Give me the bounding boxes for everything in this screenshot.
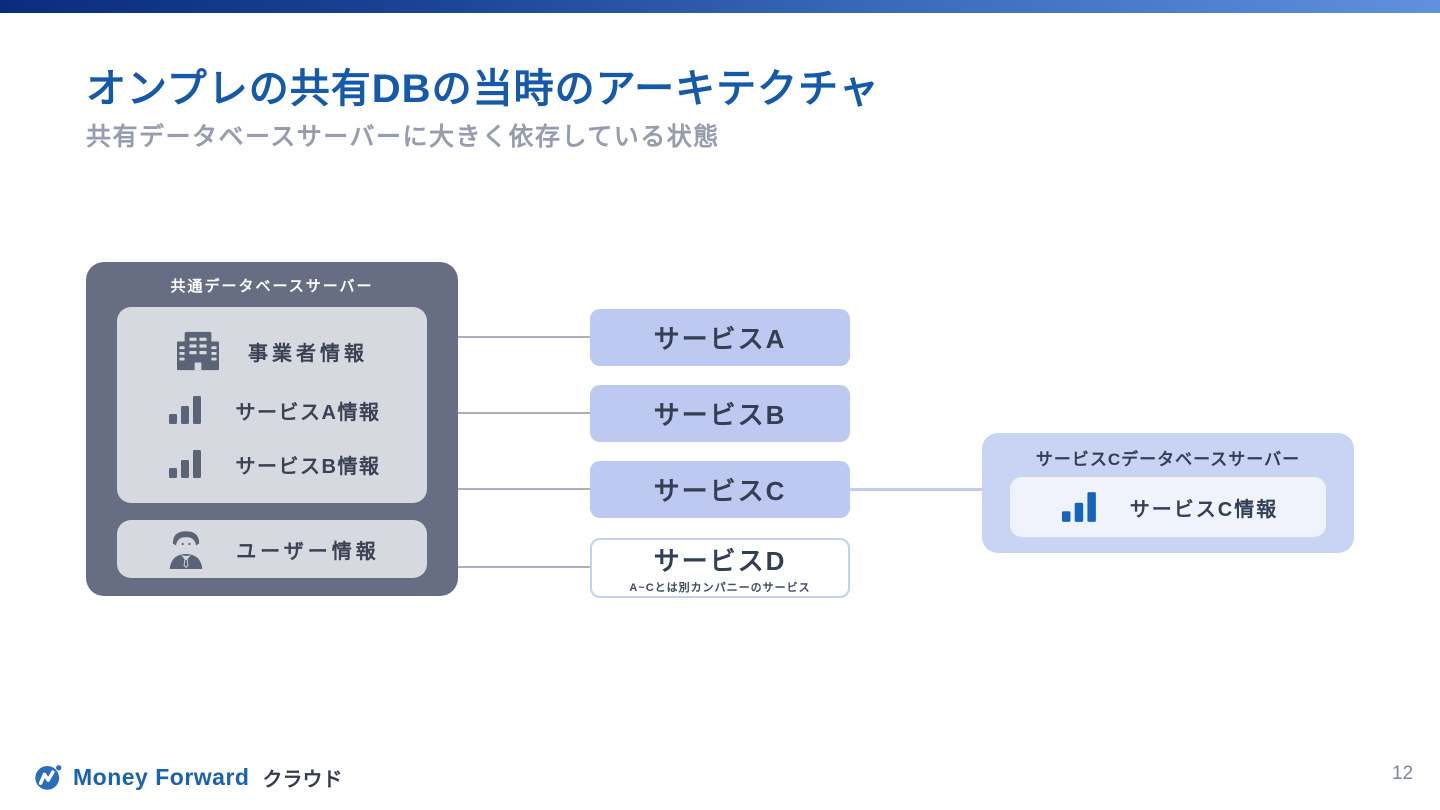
money-forward-logo-icon <box>34 762 64 792</box>
service-c-box: サービスC <box>590 461 850 518</box>
db-row-service-a-info: サービスA情報 <box>117 395 427 425</box>
page-title: オンプレの共有DBの当時のアーキテクチャ <box>86 67 880 111</box>
service-a-box: サービスA <box>590 309 850 366</box>
page-number: 12 <box>1392 763 1414 784</box>
service-c-db-server-title: サービスCデータベースサーバー <box>1035 450 1301 469</box>
shared-db-server-box: 共通データベースサーバー <box>86 262 458 596</box>
building-icon <box>176 331 220 371</box>
bar-chart-icon <box>164 395 208 425</box>
brand-logo: Money Forward クラウド <box>34 762 342 792</box>
service-c-db-server-box: サービスCデータベースサーバー サービスC情報 <box>982 433 1354 553</box>
db-item-label: サービスA情報 <box>235 401 381 424</box>
shared-db-server-title: 共通データベースサーバー <box>170 278 374 295</box>
db-item-label: サービスC情報 <box>1129 498 1279 521</box>
db-row-business-info: 事業者情報 <box>117 331 427 371</box>
bar-chart-icon <box>164 449 208 479</box>
user-icon <box>164 528 208 570</box>
service-label: サービスC <box>653 476 787 506</box>
bar-chart-icon <box>1058 491 1102 523</box>
top-accent-bar <box>0 0 1440 13</box>
db-item-label: ユーザー情報 <box>236 540 380 563</box>
brand-name: Money Forward <box>73 763 250 790</box>
connector-line-service-c <box>458 488 590 490</box>
shared-db-user-panel: ユーザー情報 <box>117 520 427 578</box>
db-item-label: サービスB情報 <box>235 455 381 478</box>
service-d-box: サービスD A~Cとは別カンパニーのサービス <box>590 538 850 598</box>
service-d-note: A~Cとは別カンパニーのサービス <box>629 582 811 594</box>
connector-line-service-a <box>458 336 590 338</box>
service-label: サービスB <box>653 400 787 430</box>
db-row-service-b-info: サービスB情報 <box>117 449 427 479</box>
connector-line-c-db <box>850 488 982 491</box>
shared-db-data-panel: 事業者情報 サービスA情報 <box>117 307 427 503</box>
connector-line-service-b <box>458 412 590 414</box>
connector-line-service-d <box>458 566 590 568</box>
brand-suffix: クラウド <box>262 768 343 791</box>
db-item-label: 事業者情報 <box>248 342 368 365</box>
service-label: サービスA <box>653 324 787 354</box>
service-label: サービスD <box>653 546 787 576</box>
service-c-info-panel: サービスC情報 <box>1010 477 1326 537</box>
service-b-box: サービスB <box>590 385 850 442</box>
db-row-user-info: ユーザー情報 <box>164 528 380 570</box>
page-subtitle: 共有データベースサーバーに大きく依存している状態 <box>86 123 720 151</box>
